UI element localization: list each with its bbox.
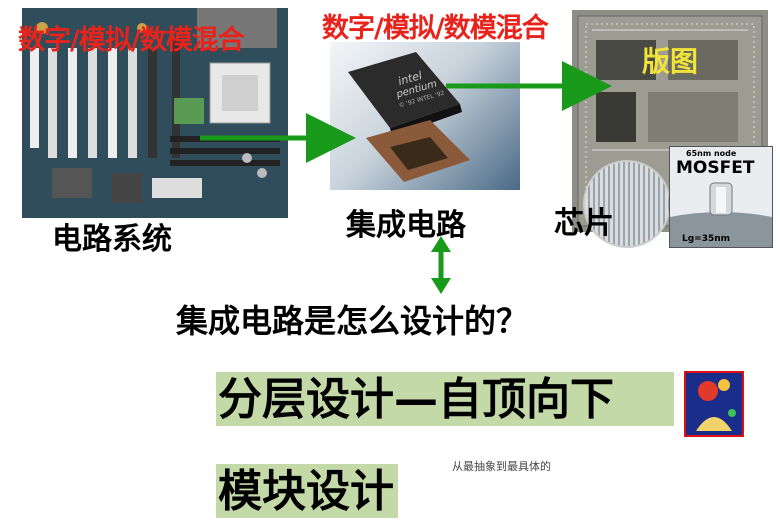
pentium-chip-image: intel pentium © '92 INTEL '92 <box>330 42 520 190</box>
integrated-circuit-label: 集成电路 <box>346 208 466 243</box>
chip-label: 芯片 <box>554 206 614 241</box>
layout-label: 版图 <box>642 45 699 78</box>
design-question: 集成电路是怎么设计的？ <box>176 302 529 340</box>
wafer-image <box>583 160 671 248</box>
motherboard-image <box>22 8 288 218</box>
middle-category-title: 数字/模拟/数模混合 <box>322 13 549 44</box>
method-modular-design: 模块设计 <box>216 464 398 518</box>
double-arrow-vertical <box>431 236 451 294</box>
left-category-title: 数字/模拟/数模混合 <box>18 25 245 56</box>
abstraction-note: 从最抽象到最具体的 <box>452 460 551 473</box>
mosfet-image: 65nm node MOSFET Lg=35nm <box>669 146 773 248</box>
method-hierarchical-design: 分层设计—自顶向下 <box>216 372 674 426</box>
mosfet-gate-length: Lg=35nm <box>682 234 731 244</box>
circuit-system-label: 电路系统 <box>52 222 172 257</box>
decorative-sticker-image <box>684 371 744 437</box>
mosfet-title: MOSFET <box>676 158 755 178</box>
mosfet-node-text: 65nm node <box>686 149 737 158</box>
